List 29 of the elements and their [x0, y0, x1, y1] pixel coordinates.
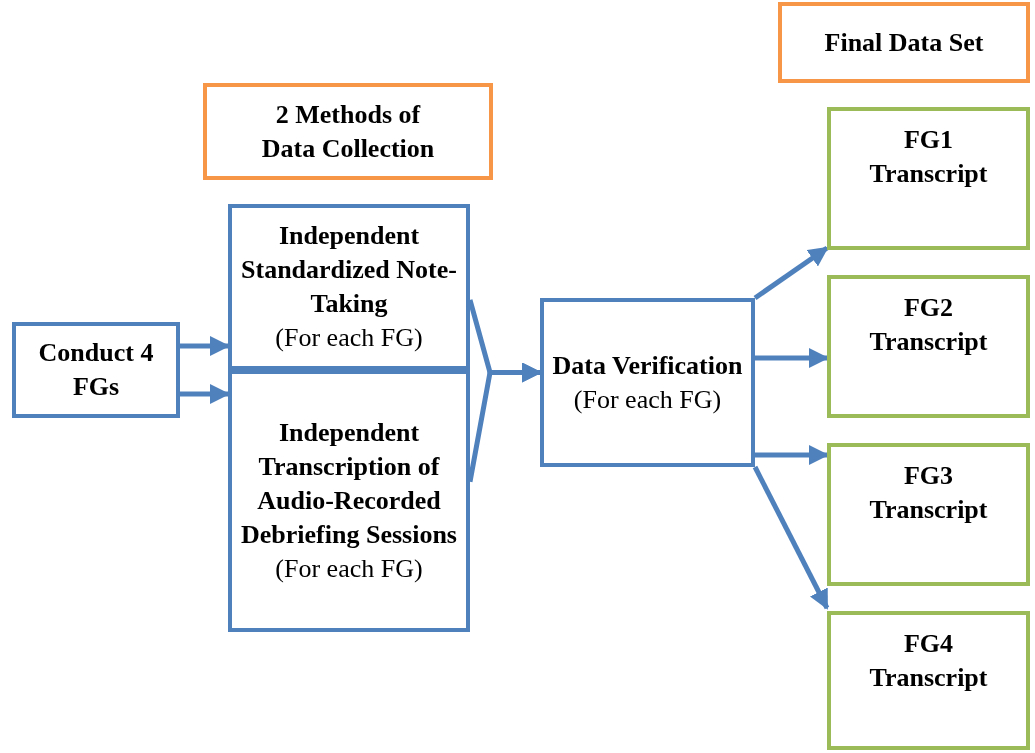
box-title: Conduct 4 FGs: [37, 337, 155, 403]
arrow: [180, 336, 230, 356]
arrow: [752, 465, 830, 610]
process-box: [228, 370, 470, 632]
arrow: [755, 445, 829, 465]
box-title: 2 Methods of Data Collection: [260, 98, 436, 165]
process-box: [540, 298, 755, 467]
box-title: Data Verification: [552, 349, 743, 382]
output-box: [827, 443, 1030, 586]
heading-box: [778, 2, 1030, 83]
box-title: FG4 Transcript: [869, 628, 988, 694]
box-note: (For each FG): [573, 383, 722, 416]
box-title: FG2 Transcript: [869, 292, 988, 358]
arrow: [180, 384, 230, 404]
heading-box: [203, 83, 493, 180]
output-box: [827, 275, 1030, 418]
process-box: [228, 204, 470, 370]
arrow: [753, 245, 829, 301]
box-note: (For each FG): [275, 553, 423, 585]
box-title: Independent Standardized Note-Taking: [240, 220, 458, 320]
box-title: Final Data Set: [824, 26, 984, 59]
process-box: [12, 322, 180, 418]
arrow: [755, 348, 829, 368]
box-title: FG1 Transcript: [869, 124, 988, 190]
box-title: FG3 Transcript: [869, 460, 988, 526]
output-box: [827, 107, 1030, 250]
output-box: [827, 611, 1030, 750]
box-title: Independent Transcription of Audio-Recorded Debriefing Sessions: [240, 417, 458, 551]
box-note: (For each FG): [275, 322, 423, 354]
